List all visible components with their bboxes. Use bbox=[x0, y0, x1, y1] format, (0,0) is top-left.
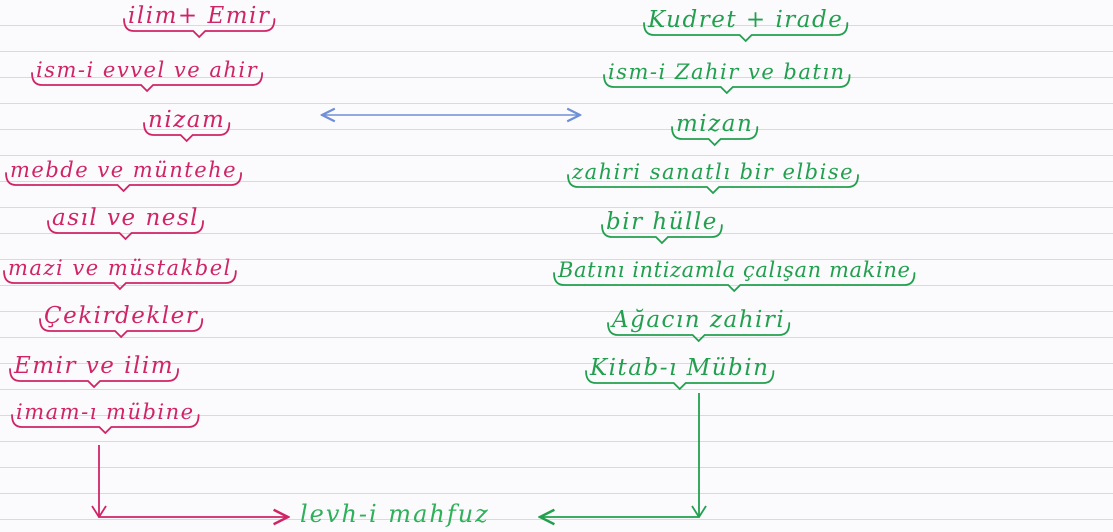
right-term-7: Ağacın zahiri bbox=[612, 307, 786, 333]
right-bracket-6 bbox=[553, 272, 916, 293]
left-term-8: Emir ve ilim bbox=[14, 353, 175, 379]
right-term-8: Kitab-ı Mübin bbox=[590, 355, 770, 381]
left-bracket-8 bbox=[9, 368, 179, 389]
left-term-3: nizam bbox=[148, 107, 226, 133]
right-bracket-3 bbox=[671, 126, 759, 147]
left-bracket-4 bbox=[5, 172, 242, 193]
right-term-1: Kudret + irade bbox=[648, 7, 844, 33]
left-stem-tick-2 bbox=[98, 505, 107, 518]
right-bracket-7 bbox=[607, 322, 791, 343]
left-term-4: mebde ve müntehe bbox=[10, 158, 238, 182]
right-flow-arrow bbox=[540, 393, 700, 517]
right-term-5: bir hülle bbox=[606, 209, 718, 235]
right-bracket-5 bbox=[601, 224, 723, 245]
left-bracket-7 bbox=[39, 318, 204, 339]
left-flow-arrow bbox=[98, 445, 288, 517]
right-bracket-4 bbox=[567, 174, 859, 195]
left-term-6: mazi ve müstakbel bbox=[8, 256, 232, 280]
right-bracket-2 bbox=[603, 74, 851, 95]
left-term-2: ism-i evvel ve ahir bbox=[36, 58, 259, 82]
left-bracket-6 bbox=[3, 270, 237, 291]
right-stem-tick-2 bbox=[698, 505, 707, 518]
left-term-1: ilim+ Emir bbox=[128, 3, 271, 29]
left-bracket-5 bbox=[47, 220, 204, 241]
right-bracket-8 bbox=[585, 370, 775, 391]
left-bracket-1 bbox=[123, 18, 276, 39]
right-bracket-1 bbox=[643, 22, 849, 43]
right-term-3: mizan bbox=[676, 111, 754, 137]
left-bracket-9 bbox=[11, 414, 200, 435]
right-term-2: ism-i Zahir ve batın bbox=[608, 60, 846, 84]
left-term-7: Çekirdekler bbox=[44, 303, 199, 329]
left-term-9: imam-ı mübine bbox=[16, 400, 195, 424]
right-stem-tick bbox=[691, 505, 700, 518]
left-stem-tick bbox=[91, 505, 100, 518]
left-bracket-2 bbox=[31, 72, 264, 93]
right-term-4: zahiri sanatlı bir elbise bbox=[572, 160, 855, 184]
left-bracket-3 bbox=[143, 122, 231, 143]
left-term-5: asıl ve nesl bbox=[52, 205, 200, 231]
right-term-6: Batını intizamla çalışan makine bbox=[558, 258, 911, 282]
convergence-label: levh-i mahfuz bbox=[300, 500, 490, 528]
